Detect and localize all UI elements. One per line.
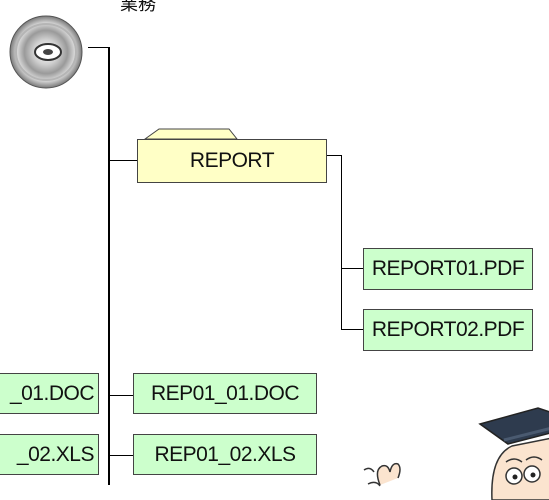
folder-label[interactable]: REPORT — [189, 149, 275, 172]
file-report02-pdf[interactable]: REPORT02.PDF — [363, 309, 533, 351]
root-connector-line — [88, 47, 109, 48]
folder-icon — [137, 128, 327, 183]
file-clipped-xls[interactable]: _02.XLS — [0, 434, 99, 475]
scholar-character-icon — [363, 407, 549, 500]
subfile-branch-line-2 — [341, 329, 363, 330]
top-label: 業務 — [120, 0, 156, 14]
folder-subtrunk-line — [341, 155, 342, 330]
file-branch-line-2 — [109, 455, 133, 456]
trunk-line — [108, 47, 110, 485]
cd-disc-icon — [9, 15, 83, 89]
folder-out-line — [326, 155, 342, 156]
file-rep01-02-xls[interactable]: REP01_02.XLS — [133, 434, 317, 475]
file-branch-line-1 — [109, 395, 133, 396]
folder-branch-line — [109, 160, 138, 161]
file-report01-pdf[interactable]: REPORT01.PDF — [363, 248, 533, 290]
file-clipped-doc[interactable]: _01.DOC — [0, 373, 99, 414]
file-rep01-01-doc[interactable]: REP01_01.DOC — [133, 373, 317, 414]
subfile-branch-line-1 — [341, 268, 363, 269]
